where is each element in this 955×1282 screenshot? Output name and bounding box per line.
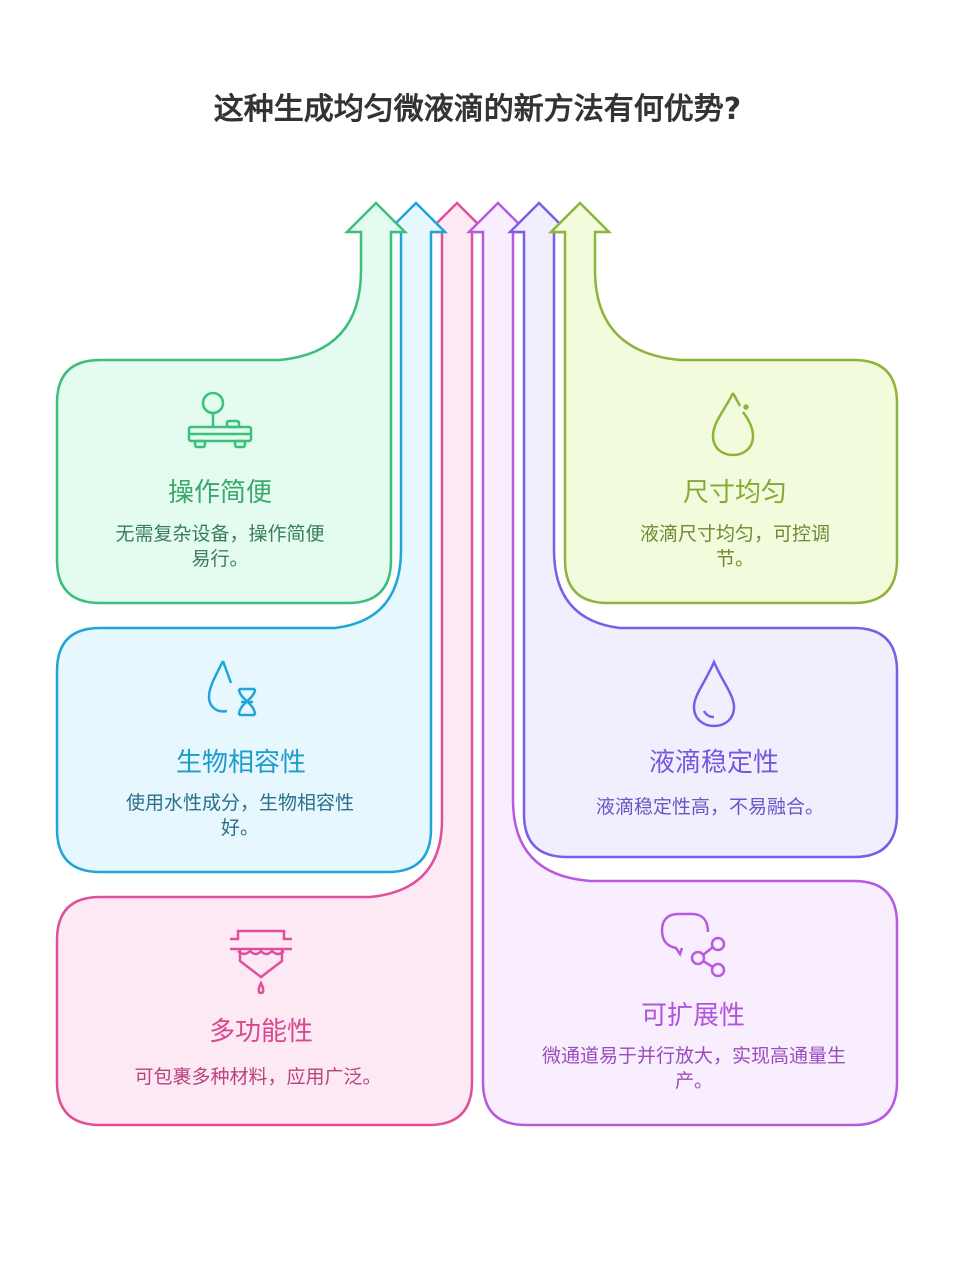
card-shape-biocompat: [55, 201, 449, 874]
droplet-dna-icon: [207, 660, 257, 717]
card-shape-stable: [506, 201, 899, 859]
card-title-scalable: 可扩展性: [640, 1001, 746, 1031]
card-title-versatile: 多功能性: [208, 1017, 314, 1047]
card-desc-uniform: 液滴尺寸均匀，可控调节。: [639, 523, 830, 570]
card-shape-versatile: [55, 201, 490, 1127]
card-desc-biocompat: 使用水性成分，生物相容性好。: [125, 792, 354, 839]
droplet-small-icon: [711, 392, 755, 457]
card-desc-stable: 液滴稳定性高，不易融合。: [595, 796, 824, 818]
droplet-icon: [692, 659, 736, 728]
card-shape-scalable: [465, 201, 899, 1127]
card-shape-ease: [55, 201, 409, 605]
card-desc-versatile: 可包裹多种材料，应用广泛。: [134, 1066, 382, 1088]
filter-drip-icon: [230, 929, 292, 995]
card-title-uniform: 尺寸均匀: [682, 478, 788, 508]
joystick-icon: [187, 391, 253, 449]
card-title-stable: 液滴稳定性: [648, 748, 780, 778]
card-title-ease: 操作简便: [167, 478, 273, 508]
chat-share-icon: [660, 912, 726, 978]
card-shape-uniform: [547, 201, 899, 605]
card-desc-scalable: 微通道易于并行放大，实现高通量生产。: [541, 1045, 846, 1092]
card-title-biocompat: 生物相容性: [175, 748, 307, 778]
card-desc-ease: 无需复杂设备，操作简便易行。: [115, 523, 325, 570]
diagram-title: 这种生成均匀微液滴的新方法有何优势?: [213, 92, 742, 127]
